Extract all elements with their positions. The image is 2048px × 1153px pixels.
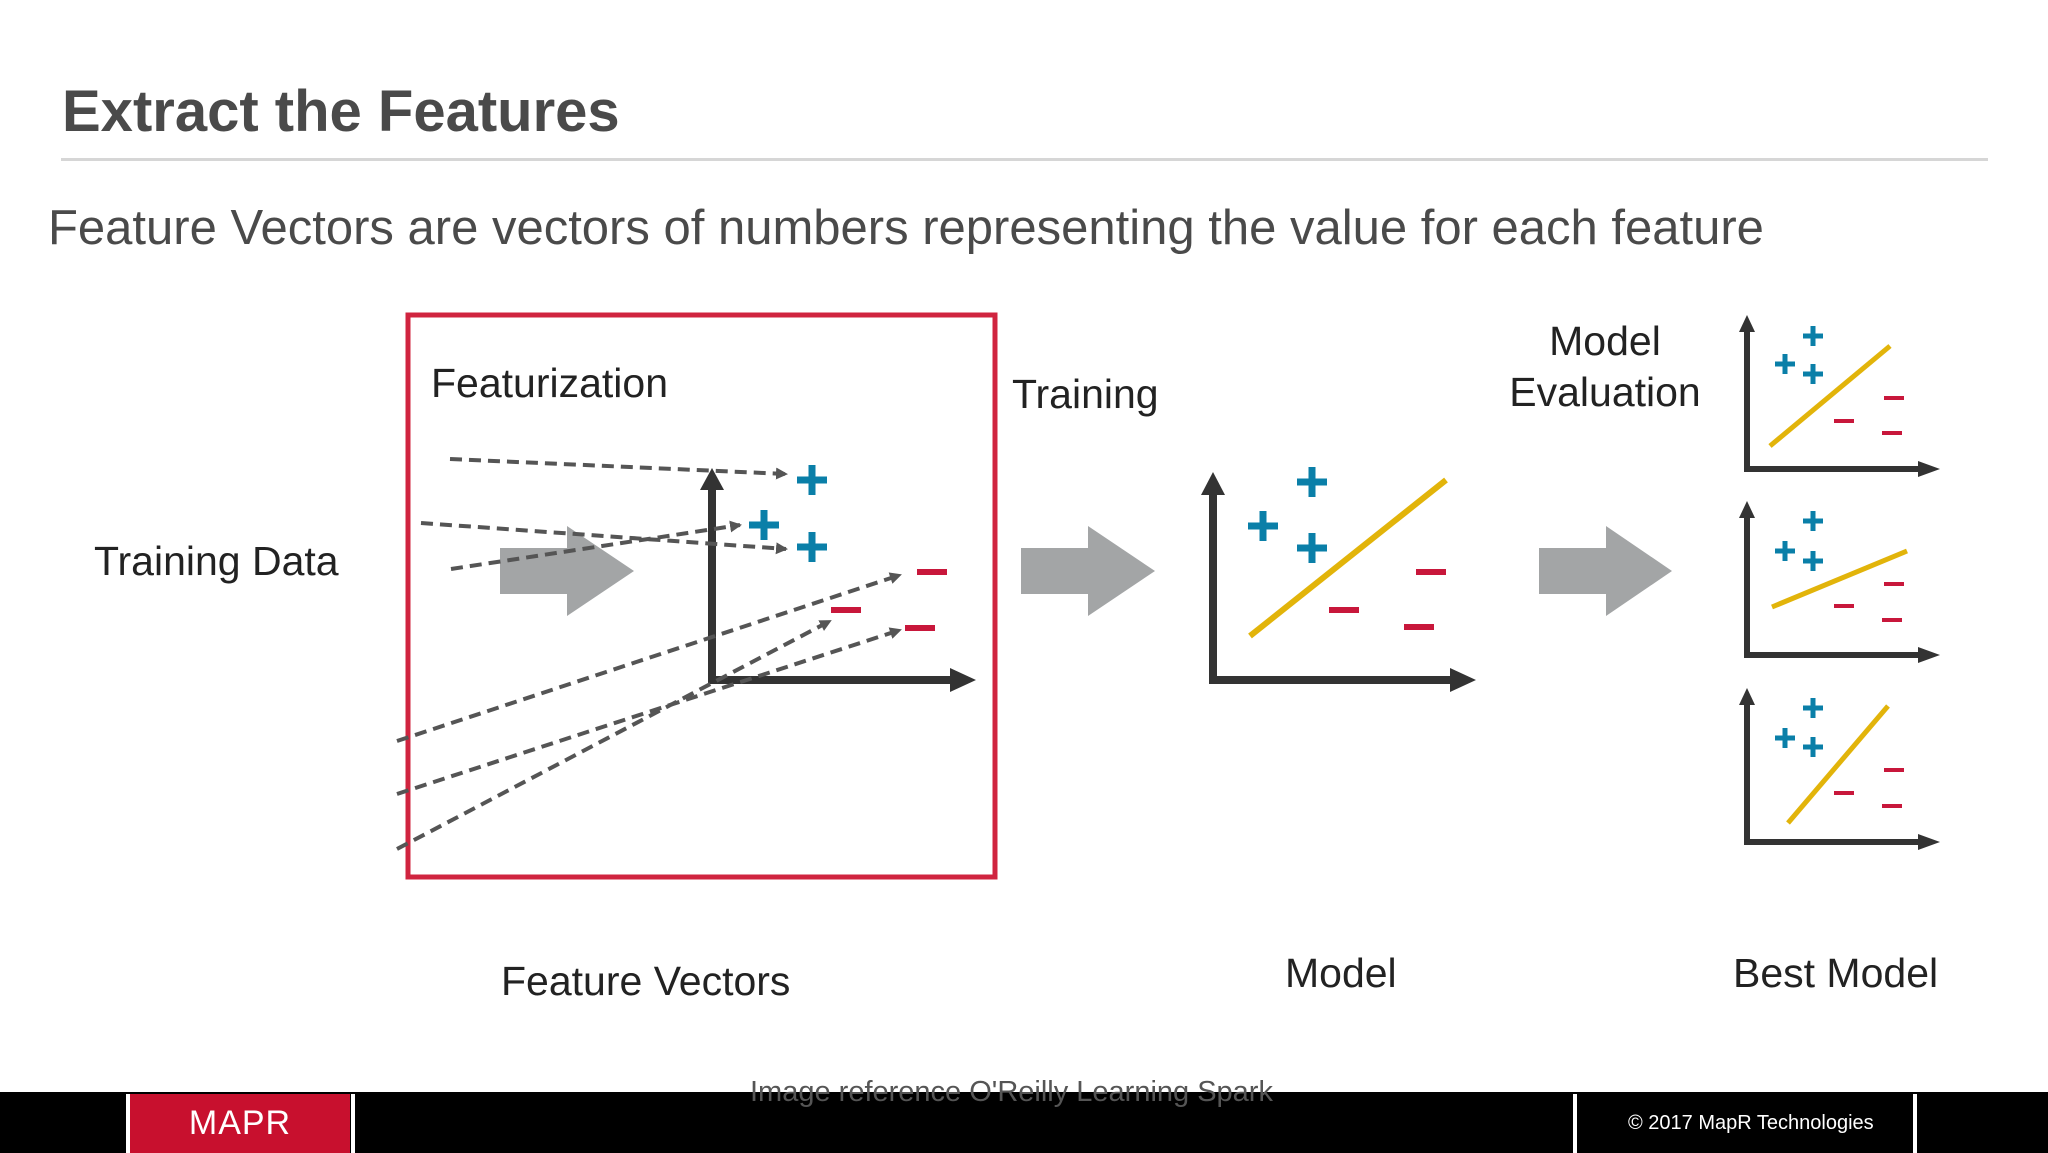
footer-separator bbox=[351, 1094, 355, 1153]
model-label: Model bbox=[1285, 950, 1397, 996]
slide-title: Extract the Features bbox=[62, 79, 620, 144]
model-fit-line bbox=[1248, 477, 1448, 639]
plus-point bbox=[797, 465, 827, 495]
plus-point bbox=[749, 510, 779, 540]
training-data-label: Training Data bbox=[94, 538, 339, 584]
model-evaluation-line-2: Evaluation bbox=[1509, 369, 1701, 415]
model-plus-points bbox=[1248, 467, 1327, 563]
plus-point bbox=[797, 532, 827, 562]
model-axis-x-arrowhead bbox=[1450, 668, 1476, 692]
feature-plus-points bbox=[749, 465, 827, 562]
featurization-arrow-icon bbox=[500, 526, 634, 616]
dashed-line bbox=[396, 627, 902, 796]
model-evaluation-line-1: Model bbox=[1549, 318, 1661, 364]
best-model-label: Best Model bbox=[1733, 950, 1939, 996]
training-arrow-icon bbox=[1021, 526, 1155, 616]
model-minus-points bbox=[1329, 569, 1446, 630]
feature-axis-y-arrowhead bbox=[700, 468, 724, 490]
plus-point bbox=[1297, 467, 1327, 497]
image-reference-text: Image reference O'Reilly Learning Spark bbox=[750, 1076, 1273, 1108]
feature-axis-x-arrowhead bbox=[950, 668, 976, 692]
dashed-line bbox=[449, 457, 788, 480]
evaluation-arrow-icon bbox=[1539, 526, 1672, 616]
copyright-text: © 2017 MapR Technologies bbox=[1628, 1112, 1874, 1134]
evaluation-chart-2 bbox=[1739, 501, 1940, 663]
dashed-mapping-lines bbox=[396, 457, 902, 851]
dashed-line bbox=[450, 520, 742, 571]
training-label: Training bbox=[1012, 371, 1159, 417]
featurization-label: Featurization bbox=[431, 360, 669, 406]
featurization-highlight-box bbox=[405, 312, 998, 880]
plus-point bbox=[1297, 533, 1327, 563]
footer-separator bbox=[1913, 1094, 1917, 1153]
footer-separator bbox=[126, 1094, 130, 1153]
feature-vectors-axes bbox=[708, 478, 952, 684]
dashed-line bbox=[396, 572, 902, 743]
evaluation-chart-3 bbox=[1739, 688, 1940, 850]
evaluation-chart-1 bbox=[1739, 315, 1940, 477]
mapr-logo: MAPR bbox=[130, 1094, 350, 1153]
mapr-logo-text: MAPR bbox=[188, 1104, 292, 1142]
model-axes bbox=[1209, 483, 1452, 684]
dashed-line bbox=[420, 521, 788, 555]
plus-point bbox=[1248, 511, 1278, 541]
model-evaluation-label: Model Evaluation bbox=[1480, 316, 1730, 418]
feature-minus-points bbox=[831, 569, 947, 631]
dashed-line bbox=[396, 619, 832, 851]
slide-subtitle: Feature Vectors are vectors of numbers r… bbox=[48, 201, 1764, 255]
feature-vectors-label: Feature Vectors bbox=[501, 958, 791, 1004]
model-axis-y-arrowhead bbox=[1201, 472, 1225, 495]
title-divider bbox=[61, 158, 1988, 161]
footer-separator bbox=[1573, 1094, 1577, 1153]
